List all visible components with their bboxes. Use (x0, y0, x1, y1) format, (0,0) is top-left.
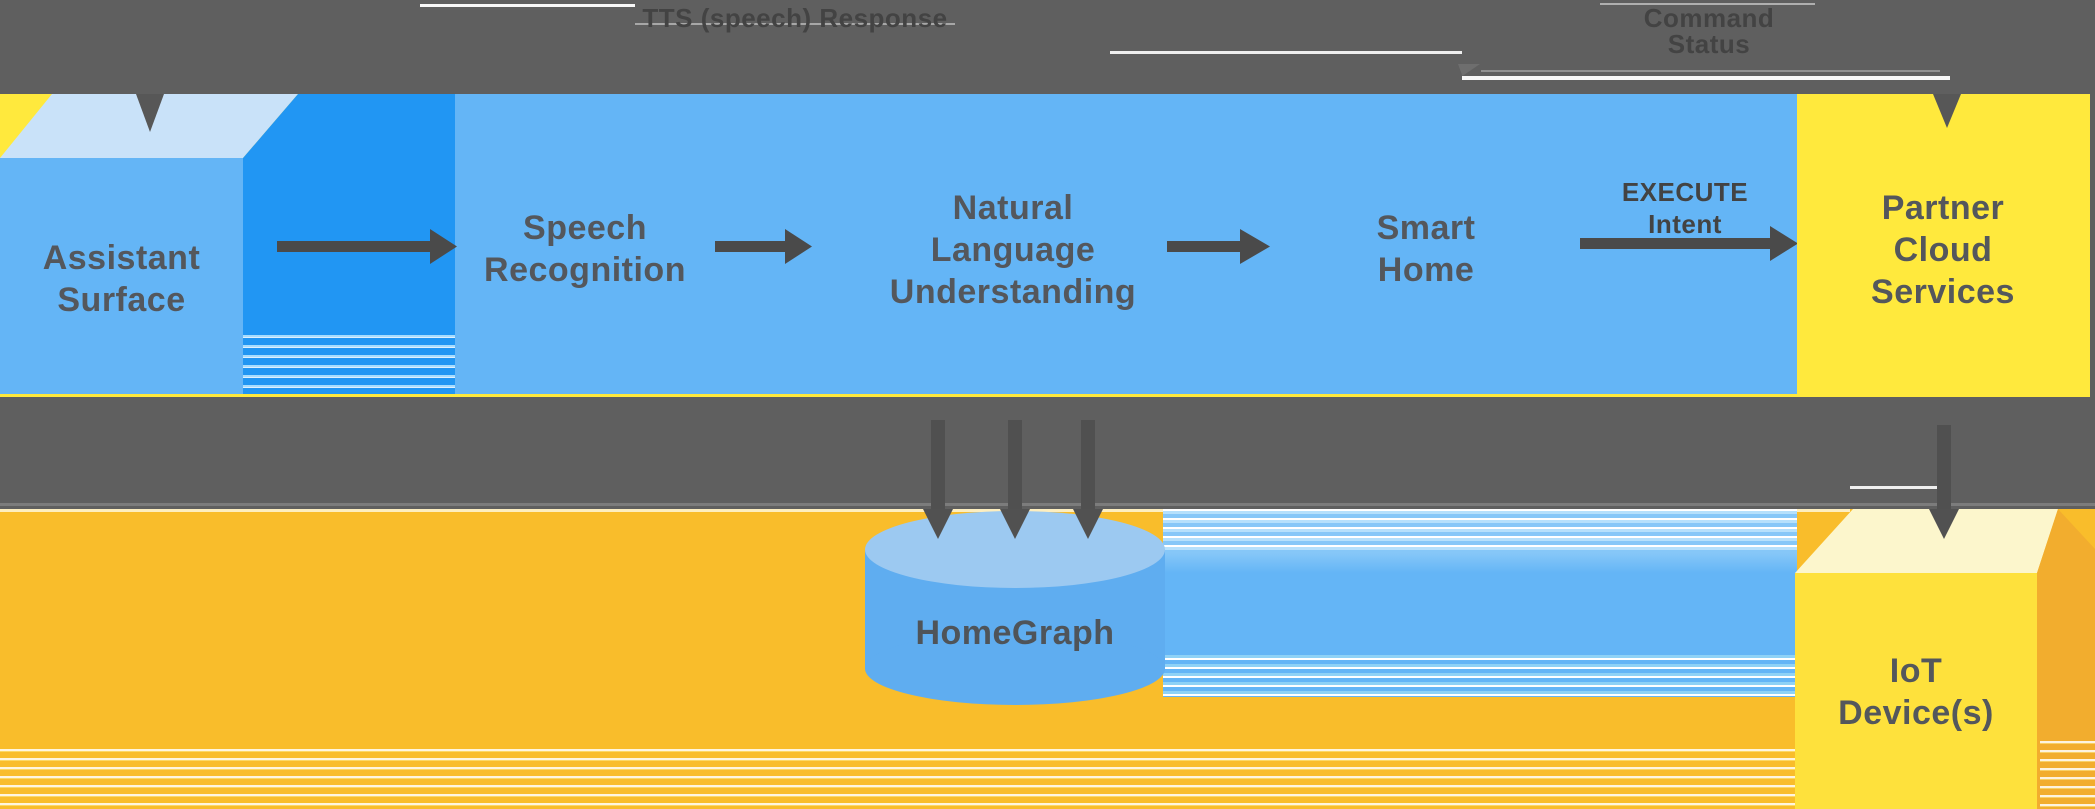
nlu-line2: Language (930, 231, 1096, 269)
blue-smear-band (1163, 509, 1797, 697)
glitch-line (420, 4, 635, 7)
arrow-to-homegraph-stem (1081, 420, 1095, 509)
nlu-line1: Natural (952, 189, 1074, 227)
assistant-side-stripes (243, 330, 455, 394)
iot-devices-line2: Device(s) (1838, 694, 1994, 732)
assistant-surface-label: Assistant Surface (0, 237, 243, 321)
iot-devices-line1: IoT (1889, 652, 1943, 690)
smart-home-line2: Home (1377, 251, 1475, 289)
homegraph-label: HomeGraph (915, 614, 1115, 652)
assistant-surface-line2: Surface (57, 281, 186, 319)
smart-home-line1: Smart (1376, 209, 1476, 247)
tts-response-label: TTS (speech) Response (642, 3, 948, 33)
arrow-to-homegraph-stem (931, 420, 945, 509)
middle-return-band (0, 397, 2095, 509)
execute-intent-line2: Intent (1648, 209, 1722, 239)
smear-top-stripes (1163, 509, 1797, 553)
nlu-label: Natural Language Understanding (853, 187, 1173, 313)
arrow-to-homegraph-stem (1008, 420, 1022, 509)
smear-bottom-stripes (1163, 655, 1797, 697)
partner-cloud-line1: Partner (1881, 189, 2005, 227)
bottom-glitch-stripes (0, 743, 2095, 809)
homegraph-cylinder-bottom (865, 632, 1165, 705)
glitch-line (1110, 51, 1462, 54)
partner-cloud-label: Partner Cloud Services (1813, 187, 2073, 313)
speech-recognition-line2: Recognition (484, 251, 686, 289)
glitch-line (1462, 76, 1950, 80)
iot-box-front-face (1795, 573, 2037, 809)
right-edge-return-strip (2090, 0, 2095, 397)
glitch-line (1850, 486, 1938, 489)
glitch-line (0, 503, 2095, 506)
nlu-line3: Understanding (889, 273, 1137, 311)
assistant-box-front-face (0, 158, 243, 394)
speech-recognition-label: Speech Recognition (455, 207, 715, 291)
google-assistant-panel (455, 94, 1797, 394)
execute-intent-line1: EXECUTE (1621, 177, 1749, 207)
glitch-line (1600, 3, 1815, 5)
smear-solid (1163, 553, 1797, 655)
partner-cloud-line3: Services (1871, 273, 2015, 311)
iot-side-stripes (2040, 735, 2095, 809)
glitch-line (635, 23, 955, 25)
arrow-to-iot-stem (1937, 425, 1951, 509)
assistant-surface-line1: Assistant (42, 239, 201, 277)
arrow-assistant-to-panel-stem (277, 241, 430, 252)
smart-home-label: Smart Home (1296, 207, 1556, 291)
glitch-line (1481, 70, 1940, 72)
command-status-label: Command Status (1643, 3, 1775, 59)
execute-intent-label: EXECUTE Intent (1610, 176, 1760, 240)
arrow-smarthome-to-partner-stem (1580, 238, 1770, 249)
arrow-speech-to-nlu-stem (715, 241, 785, 252)
speech-recognition-line1: Speech (523, 209, 647, 247)
partner-cloud-box (1797, 94, 2090, 394)
arrow-nlu-to-smarthome-stem (1167, 241, 1240, 252)
partner-cloud-line2: Cloud (1893, 231, 1993, 269)
iot-devices-label: IoT Device(s) (1796, 650, 2036, 734)
